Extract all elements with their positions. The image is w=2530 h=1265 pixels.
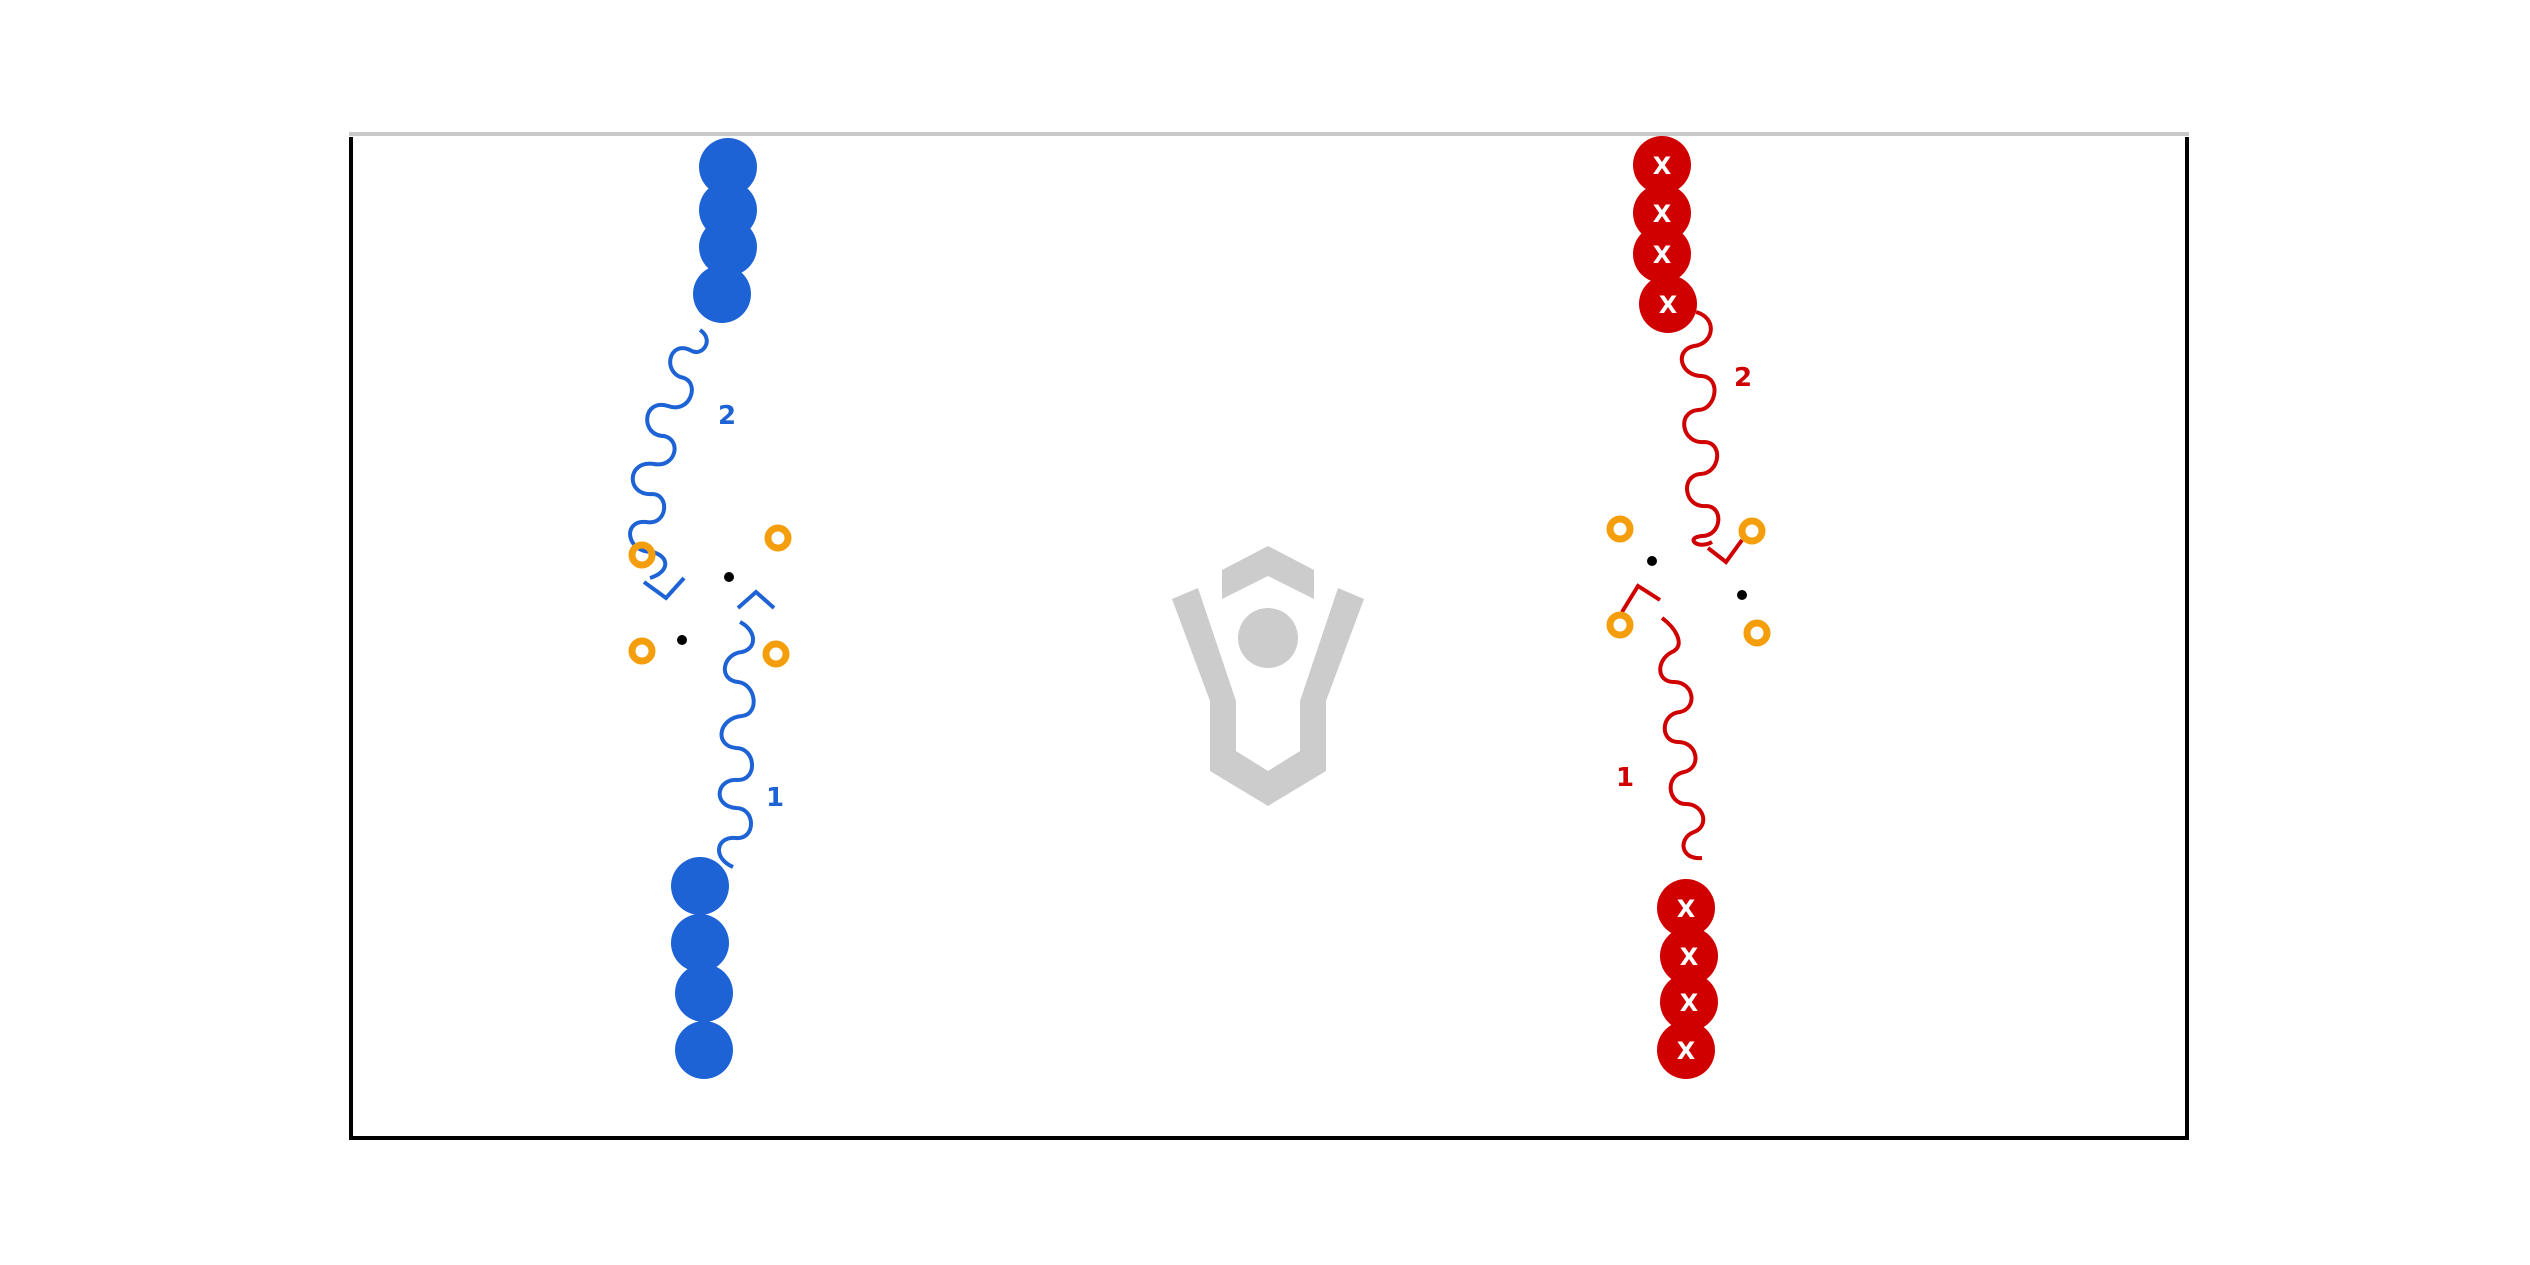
blue-player-icon [699,138,757,196]
blue-path-2-label: 2 [718,401,736,431]
lacrosse-logo-icon [1172,546,1364,806]
ball-icon [724,572,734,582]
blue-arrowhead-icon [736,589,776,610]
svg-text:X: X [1677,895,1696,923]
cone-icon [762,640,790,668]
ball-icon [1737,590,1747,600]
blue-player-icon [675,964,733,1022]
field [349,132,2189,1140]
red-path-1-label: 1 [1616,763,1634,793]
logo-body [1172,588,1364,806]
red-player-icon: X [1639,275,1697,333]
red-player-icon: X [1657,1021,1715,1079]
red-player-icon: X [1633,136,1691,194]
svg-text:X: X [1680,989,1699,1017]
red-arrowhead-icon [1706,538,1744,565]
cone-icon [764,524,792,552]
blue-path-1-label: 1 [766,783,784,813]
logo-top-chevron [1222,546,1314,599]
blue-dodge-path-1 [717,620,756,869]
cone-icon [1606,611,1634,639]
ball-icon [1647,556,1657,566]
svg-text:X: X [1653,152,1672,180]
blue-player-icon [671,857,729,915]
red-dodge-path-2 [1679,310,1721,547]
red-path-2-label: 2 [1734,363,1752,393]
blue-player-icon [671,914,729,972]
red-player-icon: X [1633,225,1691,283]
blue-player-icon [693,265,751,323]
cone-icon [1606,515,1634,543]
blue-player-icon [699,218,757,276]
ball-icon [677,635,687,645]
blue-player-icon [675,1021,733,1079]
cone-icon [628,637,656,665]
svg-text:X: X [1653,241,1672,269]
svg-text:X: X [1677,1037,1696,1065]
blue-team: 2 1 [628,138,792,1079]
red-team: X X X X X X X X [1606,136,1771,1079]
field-border [349,137,2189,1140]
blue-arrowhead-icon [642,576,686,601]
red-dodge-path-1 [1658,616,1706,861]
red-arrowhead-icon [1620,583,1662,614]
logo-head [1238,608,1298,668]
red-player-icon: X [1660,927,1718,985]
red-player-icon: X [1660,973,1718,1031]
cone-icon [628,541,656,569]
cone-icon [1743,619,1771,647]
cone-icon [1738,517,1766,545]
red-player-icon: X [1633,184,1691,242]
svg-text:X: X [1653,200,1672,228]
red-player-icon: X [1657,879,1715,937]
svg-text:X: X [1659,291,1678,319]
blue-dodge-path-2 [628,328,709,580]
svg-text:X: X [1680,943,1699,971]
